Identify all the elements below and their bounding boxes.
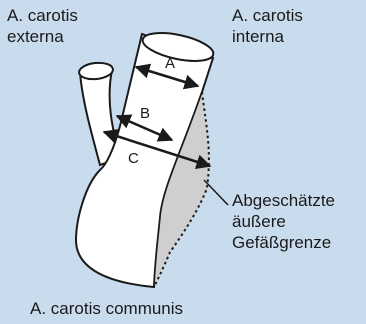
label-communis: A. carotis communis	[30, 298, 183, 319]
measure-c-label: C	[128, 150, 139, 167]
label-interna: A. carotis interna	[232, 5, 303, 47]
measure-a-label: A	[165, 55, 175, 72]
label-boundary: Abgeschätzte äußere Gefäßgrenze	[232, 190, 335, 253]
label-externa: A. carotis externa	[7, 5, 78, 47]
measure-b-label: B	[140, 105, 150, 122]
boundary-leader-line	[204, 180, 228, 205]
